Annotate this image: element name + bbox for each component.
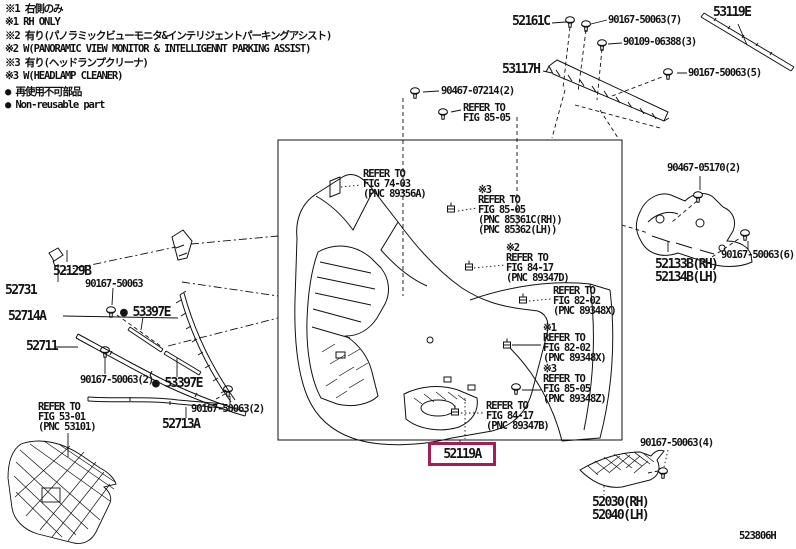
screw-icon (438, 108, 448, 120)
part-label-53397E-1[interactable]: ● 53397E (120, 305, 171, 320)
refer-note-fig-84-17-89347B[interactable]: REFER TO FIG 84-17 (PNC 89347B) (486, 400, 550, 432)
refer-note-fig-85-05-89348Z[interactable]: ※3 REFER TO FIG 85-05 (PNC 89348Z) (543, 363, 607, 405)
legend-line: ※1 RH ONLY (5, 15, 61, 28)
fastener-label-90167-50063-6[interactable]: 90167-50063(6) (721, 249, 795, 261)
refer-note-fig-82-02-a[interactable]: REFER TO FIG 82-02 (PNC 89348X) (553, 285, 617, 317)
filler-strip-drawings (127, 326, 202, 376)
diagram-code: 523806H (739, 530, 777, 542)
fastener-label-90167-50063-2b[interactable]: 90167-50063(2) (191, 403, 265, 415)
refer-note-fig-74-03[interactable]: REFER TO FIG 74-03 (PNC 89356A) (363, 168, 427, 200)
part-label-52129B[interactable]: 52129B (53, 264, 92, 279)
refer-note-fig-85-05-top[interactable]: REFER TO FIG 85-05 (463, 102, 511, 124)
fastener-label-90167-50063-2a[interactable]: 90167-50063(2) (80, 374, 154, 386)
lower-garnish-drawing (579, 449, 665, 488)
part-label-52714A[interactable]: 52714A (8, 309, 47, 324)
screw-icon (581, 20, 591, 32)
part-label-53117H[interactable]: 53117H (502, 62, 541, 77)
inner-clip-icons (329, 176, 341, 198)
fastener-label-90467-07214-2[interactable]: 90467-07214(2) (441, 85, 515, 97)
fastener-label-90167-50063-7[interactable]: 90167-50063(7) (608, 14, 682, 26)
lower-strip-drawing (87, 396, 225, 409)
legend-notes: ※1 右側のみ ※1 RH ONLY ※2 有り(パノラミックビューモニタ&イン… (5, 3, 332, 111)
left-clip-drawings (48, 229, 193, 267)
screw-icon (658, 467, 668, 479)
legend-line: ※3 有り(ヘッドランプクリーナ) (5, 57, 149, 69)
fastener-label-90167-50063-4[interactable]: 90167-50063(4) (640, 437, 714, 449)
selected-part-label-52119A[interactable]: 52119A (428, 442, 496, 466)
legend-line: ※2 有り(パノラミックビューモニタ&インテリジェントパーキングアシスト) (5, 30, 332, 42)
bumper-retainer-drawing (175, 290, 236, 403)
fastener-label-90109-06388-3[interactable]: 90109-06388(3) (623, 36, 697, 48)
fastener-label-90467-05170-2[interactable]: 90467-05170(2) (667, 162, 741, 174)
part-label-53119E[interactable]: 53119E (713, 5, 752, 20)
clip-icon (519, 293, 527, 304)
refer-note-fig-85-05-85361[interactable]: ※3 REFER TO FIG 85-05 (PNC 85361C(RH)) (… (478, 184, 563, 236)
clip-icon (447, 202, 455, 213)
legend-line: ※3 W(HEADLAMP CLEANER) (5, 69, 123, 82)
legend-line: ※2 W(PANORAMIC VIEW MONITOR & INTELLIGEN… (5, 42, 311, 55)
refer-note-fig-82-02-b[interactable]: ※1 REFER TO FIG 82-02 (PNC 89348X) (543, 322, 607, 364)
part-label-53397E-2[interactable]: ● 53397E (152, 376, 203, 391)
clip-icon (451, 405, 459, 416)
clip-icon (106, 306, 116, 318)
part-label-52711[interactable]: 52711 (26, 339, 59, 354)
legend-line: ※1 右側のみ (5, 3, 64, 15)
screw-icon (693, 191, 703, 203)
screw-icon (663, 68, 673, 80)
leader-lines (56, 19, 749, 495)
upper-bracket-drawing (545, 59, 670, 122)
fastener-label-90167-50063[interactable]: 90167-50063 (85, 278, 144, 290)
screw-icon (410, 87, 420, 99)
bumper-side-bracket-drawing (635, 193, 753, 267)
part-label-52133B-52134B[interactable]: 52133B(RH) 52134B(LH) (655, 257, 719, 285)
clip-icon (465, 260, 473, 271)
refer-note-fig-53-01[interactable]: REFER TO FIG 53-01 (PNC 53101) (38, 401, 97, 433)
screw-icon (740, 229, 750, 241)
part-label-52731[interactable]: 52731 (5, 283, 38, 298)
fastener-label-90167-50063-5[interactable]: 90167-50063(5) (688, 67, 762, 79)
screw-icon (597, 39, 607, 51)
clip-icon (503, 338, 511, 349)
front-bumper-drawing (294, 174, 614, 446)
side-moulding-strip-drawing (700, 12, 795, 72)
selected-part-number: 52119A (443, 446, 482, 462)
part-label-52713A[interactable]: 52713A (162, 417, 201, 432)
part-label-52030-52040[interactable]: 52030(RH) 52040(LH) (592, 495, 650, 523)
screw-icon (565, 16, 575, 28)
main-diagram-frame (277, 139, 623, 441)
screw-icon (511, 383, 521, 395)
refer-note-fig-84-17-89347D[interactable]: ※2 REFER TO FIG 84-17 (PNC 89347D) (506, 242, 570, 284)
legend-line-non-reusable-en: ● Non-reusable part (5, 98, 105, 111)
legend-line-non-reusable-jp: ● 再使用不可部品 (5, 86, 82, 98)
radiator-grille-drawing (7, 440, 117, 544)
part-label-52161C[interactable]: 52161C (512, 14, 551, 29)
